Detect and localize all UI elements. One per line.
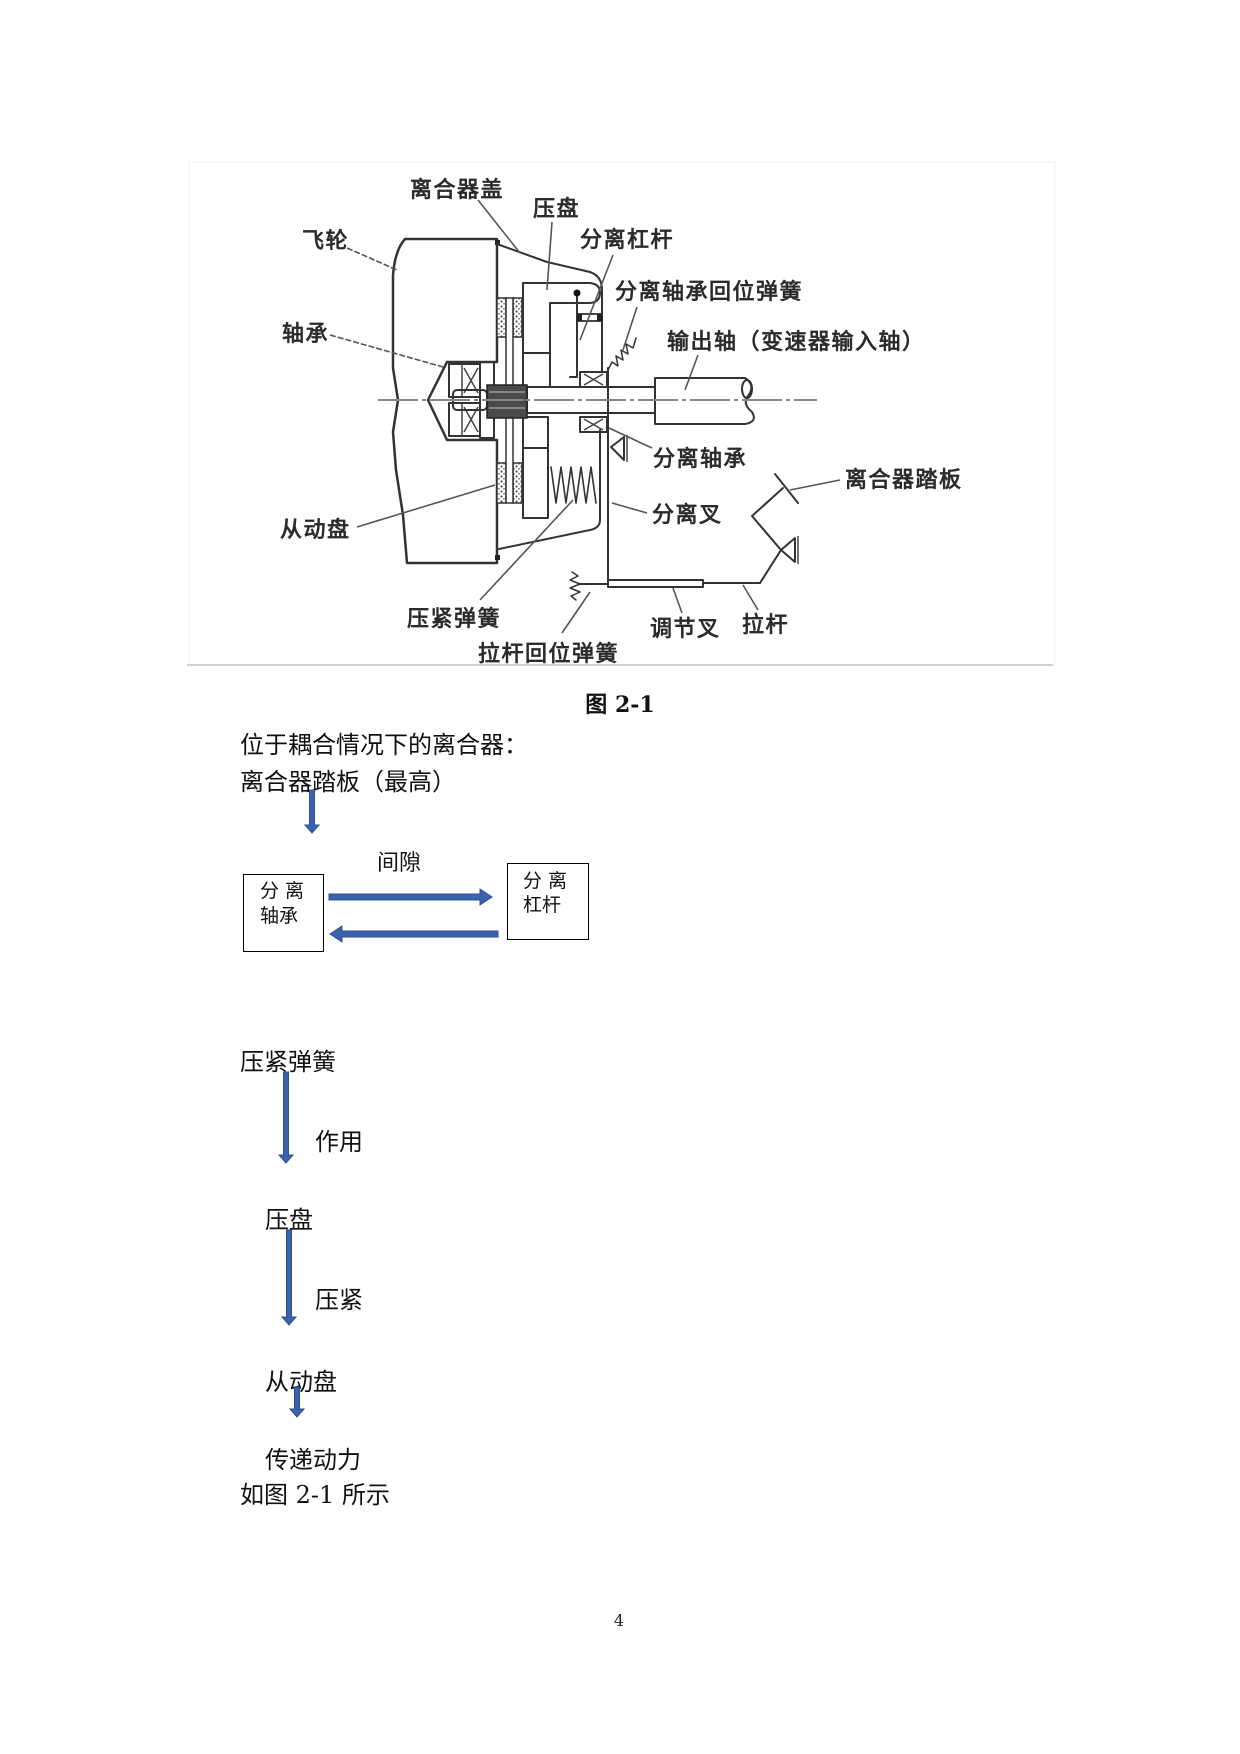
- label-pull-rod: 拉杆: [742, 612, 789, 638]
- intro-text: 位于耦合情况下的离合器：: [240, 731, 528, 759]
- pressure-plate-lower: [522, 416, 549, 519]
- pressure-plate-upper: [522, 282, 601, 388]
- label-release-bearing: 分离轴承: [653, 446, 747, 472]
- label-bearing: 轴承: [282, 321, 329, 347]
- shaft-pilot-end: [452, 389, 488, 411]
- flywheel-shape: [391, 237, 499, 565]
- down-arrow-icon: [303, 789, 321, 834]
- flow-action-press: 压紧: [315, 1286, 363, 1314]
- cover-rivet-bottom: [495, 555, 500, 560]
- clutch-pedal-pad: [774, 473, 799, 504]
- flow-step-pressure-plate: 压盘: [265, 1206, 313, 1234]
- clutch-pedal-linkage: [751, 487, 784, 584]
- label-clutch-pedal: 离合器踏板: [845, 467, 963, 493]
- flow-action-act: 作用: [315, 1128, 363, 1156]
- output-shaft: [654, 377, 755, 425]
- leader-lines: [329, 199, 841, 634]
- adjusting-fork: [607, 579, 704, 588]
- lever-pivot-support: [576, 313, 603, 322]
- release-lever-box-line2: 杠杆: [523, 894, 562, 916]
- label-pull-rod-return-spring: 拉杆回位弹簧: [478, 641, 619, 667]
- clutch-diagram-figure: 离合器盖 压盘 飞轮 分离杠杆 分离轴承回位弹簧 轴承 输出轴（变速器输入轴） …: [187, 161, 1056, 667]
- page-number: 4: [613, 1611, 625, 1630]
- release-lever-pin: [573, 289, 581, 297]
- pedal-state-text: 离合器踏板（最高）: [240, 768, 456, 796]
- gap-label: 间隙: [377, 851, 422, 876]
- pressure-spring-coil: [550, 466, 597, 504]
- flow-step-driven-disc: 从动盘: [265, 1368, 337, 1396]
- pedal-pivot-icon: [780, 537, 796, 563]
- label-release-lever: 分离杠杆: [580, 227, 674, 253]
- left-arrow-icon: [329, 925, 499, 943]
- label-pressure-plate: 压盘: [533, 196, 580, 222]
- figure-caption: 图 2-1: [585, 692, 655, 718]
- label-pressure-spring: 压紧弹簧: [407, 606, 501, 632]
- label-output-shaft: 输出轴（变速器输入轴）: [667, 329, 926, 355]
- release-lever-box-line1: 分 离: [523, 870, 568, 892]
- flow-step-transmit-power: 传递动力: [265, 1446, 361, 1474]
- release-bearing: [579, 371, 608, 433]
- cover-rivet-top: [495, 240, 500, 245]
- clutch-cover-upper: [496, 243, 603, 373]
- down-arrow-icon: [277, 1071, 295, 1164]
- down-arrow-icon: [280, 1229, 298, 1326]
- release-bearing-box-line1: 分 离: [260, 880, 305, 902]
- release-lever-box: 分 离 杠杆: [507, 863, 589, 940]
- figure-frame: [188, 161, 1056, 666]
- release-bearing-return-spring-coil: [606, 337, 637, 373]
- clutch-cover-lower: [498, 429, 601, 550]
- figure-reference-text: 如图 2-1 所示: [240, 1481, 390, 1509]
- label-release-bearing-return-spring: 分离轴承回位弹簧: [615, 279, 803, 305]
- label-clutch-cover: 离合器盖: [410, 177, 504, 203]
- right-arrow-icon: [328, 888, 493, 906]
- input-shaft: [526, 386, 656, 414]
- label-adjusting-fork: 调节叉: [650, 616, 721, 642]
- fork-pivot-icon: [610, 436, 625, 461]
- label-driven-disc: 从动盘: [280, 517, 351, 543]
- label-release-fork: 分离叉: [652, 502, 723, 528]
- release-lever: [569, 292, 578, 378]
- pilot-bearing: [448, 361, 495, 439]
- release-bearing-box: 分 离 轴承: [243, 874, 324, 952]
- output-shaft-end: [741, 379, 753, 399]
- label-flywheel: 飞轮: [302, 228, 349, 254]
- pull-rod-return-spring-coil: [569, 571, 581, 601]
- driven-disc: [496, 297, 523, 504]
- splined-hub: [486, 384, 528, 419]
- flow-step-pressure-spring: 压紧弹簧: [240, 1048, 336, 1076]
- release-bearing-box-line2: 轴承: [260, 905, 299, 927]
